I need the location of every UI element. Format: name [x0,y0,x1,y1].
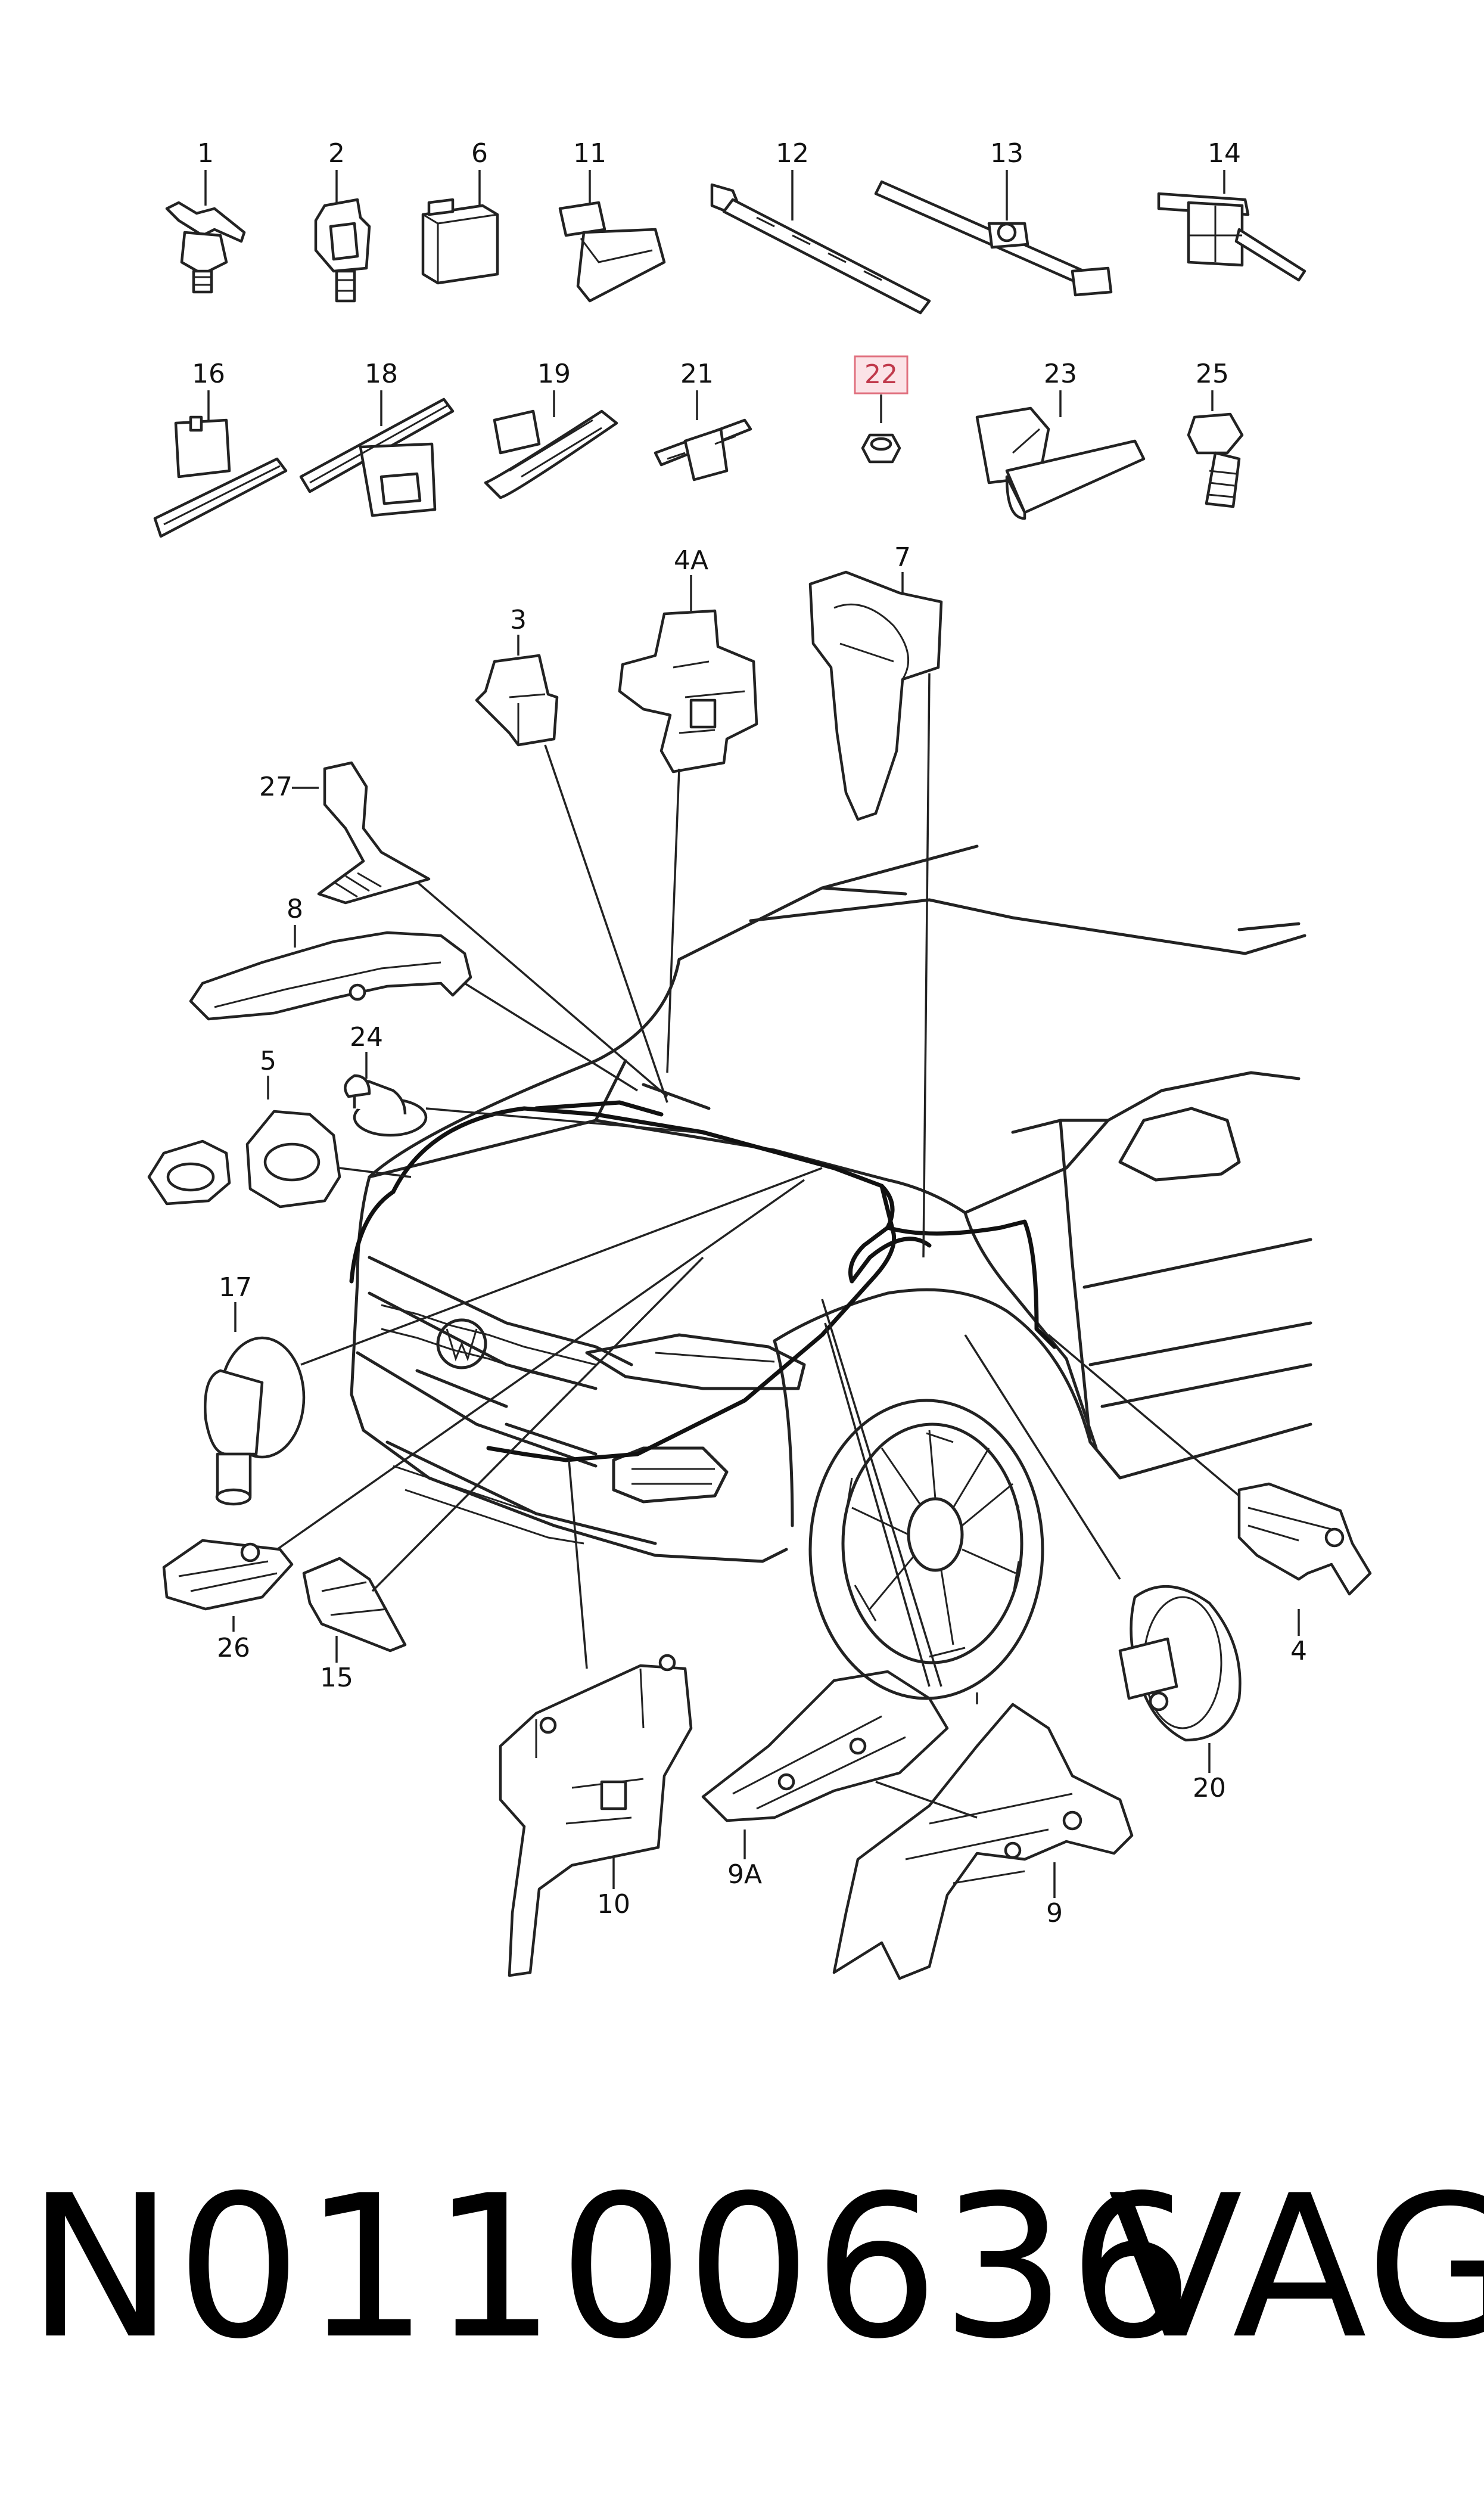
label-17[interactable]: 17 [219,1272,252,1303]
part-2-clip[interactable] [314,198,371,303]
part-16-strip-clip[interactable] [153,415,288,538]
part-14-clip[interactable] [1157,192,1306,282]
label-9[interactable]: 9 [1046,1898,1063,1928]
part-labels-row-2: 16 18 19 21 22 23 25 [192,355,1229,395]
label-10[interactable]: 10 [597,1889,630,1919]
part-1-clip[interactable] [165,201,246,294]
label-9A[interactable]: 9A [727,1859,762,1890]
footer-part-number: N01100636 [27,2153,1196,2382]
footer-brand: VAG [1108,2153,1484,2382]
part-4-bracket[interactable] [1237,1482,1372,1596]
callouts-row-2 [207,390,1214,426]
label-7[interactable]: 7 [894,542,911,573]
part-11-clip[interactable] [558,201,666,303]
label-6[interactable]: 6 [471,138,488,169]
label-21[interactable]: 21 [680,359,714,389]
part-6-block[interactable] [421,198,499,285]
label-12[interactable]: 12 [776,138,809,169]
label-24[interactable]: 24 [350,1022,383,1052]
wiring-harness [349,1100,1057,1462]
part-20-grommet[interactable] [1118,1585,1242,1742]
part-4A-bracket[interactable] [618,609,758,774]
part-9-bracket[interactable] [832,1703,1134,1980]
part-8-duct[interactable] [189,931,472,1021]
callouts-row-1 [204,170,1225,220]
part-13-cable-tie[interactable] [874,180,1113,297]
part-21-small-clip[interactable] [654,418,752,482]
label-19[interactable]: 19 [537,359,571,389]
part-26-connector[interactable] [162,1539,294,1611]
label-22[interactable]: 22 [864,359,898,390]
part-7-duct[interactable] [808,570,943,821]
part-17-horn[interactable] [204,1336,306,1506]
label-5[interactable]: 5 [260,1046,276,1076]
label-14[interactable]: 14 [1208,138,1241,169]
label-25[interactable]: 25 [1196,359,1229,389]
label-26[interactable]: 26 [217,1633,250,1663]
label-27[interactable]: 27 [259,772,293,802]
part-labels-row-1: 1 2 6 11 12 13 14 [197,138,1241,169]
label-4[interactable]: 4 [1290,1636,1307,1666]
label-8[interactable]: 8 [287,894,303,924]
label-4A[interactable]: 4A [674,545,708,576]
part-5-bracket[interactable] [147,1110,341,1209]
label-2[interactable]: 2 [328,138,345,169]
label-ticks [232,572,1300,1898]
part-9A-shield[interactable] [701,1670,949,1822]
part-labels-row-3: 3 4A 7 27 8 24 5 17 26 15 10 9A 9 20 4 [217,542,1307,1928]
label-23[interactable]: 23 [1044,359,1077,389]
part-24-grommet[interactable] [344,1074,428,1137]
part-23-bracket-clip[interactable] [975,406,1146,520]
car-body [350,844,1312,1700]
part-25-clip[interactable] [1187,412,1244,508]
part-10-bracket[interactable] [499,1654,693,1977]
label-13[interactable]: 13 [990,138,1023,169]
label-1[interactable]: 1 [197,138,214,169]
part-3-clip[interactable] [475,654,559,747]
label-15[interactable]: 15 [320,1663,353,1693]
part-19-curved-clip[interactable] [484,409,618,499]
label-20[interactable]: 20 [1193,1773,1226,1803]
label-16[interactable]: 16 [192,359,225,389]
part-22-nut[interactable] [861,433,901,464]
label-11[interactable]: 11 [573,138,606,169]
part-27-bracket[interactable] [317,761,431,905]
part-12-cable-tie[interactable] [710,183,931,315]
label-18[interactable]: 18 [365,359,398,389]
leader-lines [276,673,1240,1819]
part-15-clip[interactable] [302,1557,407,1653]
highlight-box-22 [854,355,909,395]
label-3[interactable]: 3 [510,605,527,635]
part-18-long-clip[interactable] [299,397,455,517]
